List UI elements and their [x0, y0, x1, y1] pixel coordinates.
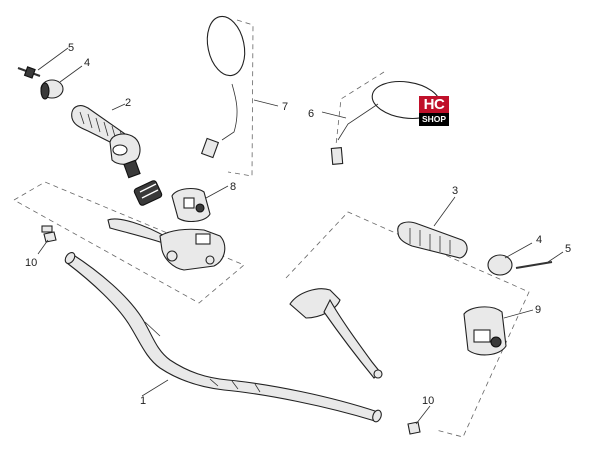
screw-right — [515, 261, 553, 269]
mirror-right-outline — [335, 71, 385, 146]
screw-left — [17, 66, 41, 79]
callout-mirror-right-side: 6 — [308, 108, 314, 120]
switch-left — [171, 187, 211, 223]
callout-mirror-left-side: 7 — [282, 101, 288, 113]
callout-handlebar: 1 — [140, 395, 146, 407]
clamp-left — [41, 225, 57, 243]
callout-screw-right: 5 — [565, 243, 571, 255]
bar-end-weight-right — [487, 254, 513, 276]
callout-bar-end-weight-right: 4 — [536, 234, 542, 246]
callout-clamp-right: 10 — [422, 395, 434, 407]
callout-bar-end-weight-left: 4 — [84, 57, 90, 69]
connector-left — [133, 180, 163, 206]
right-assembly-outline — [285, 211, 530, 438]
logo-top-text: HC — [419, 96, 449, 113]
switch-right — [463, 306, 507, 356]
callout-grip-right: 3 — [452, 185, 458, 197]
clutch-lever-left — [107, 218, 226, 271]
bar-end-weight-left — [40, 79, 64, 100]
hc-shop-logo: HC SHOP — [419, 96, 449, 126]
callout-switch-right: 9 — [535, 304, 541, 316]
callout-clamp-left: 10 — [25, 257, 37, 269]
callout-screw-left: 5 — [68, 42, 74, 54]
grip-right — [397, 221, 468, 259]
callout-switch-left: 8 — [230, 181, 236, 193]
clamp-right — [407, 421, 421, 435]
logo-bottom-text: SHOP — [421, 114, 447, 124]
brake-lever-right — [289, 288, 383, 379]
mirror-left-side — [200, 15, 246, 159]
left-assembly-outline — [13, 181, 245, 304]
grip-left — [71, 105, 141, 179]
mirror-left-outline — [227, 19, 254, 177]
leader-lines — [37, 47, 564, 425]
handlebar — [64, 252, 382, 423]
callout-grip-left: 2 — [125, 97, 131, 109]
